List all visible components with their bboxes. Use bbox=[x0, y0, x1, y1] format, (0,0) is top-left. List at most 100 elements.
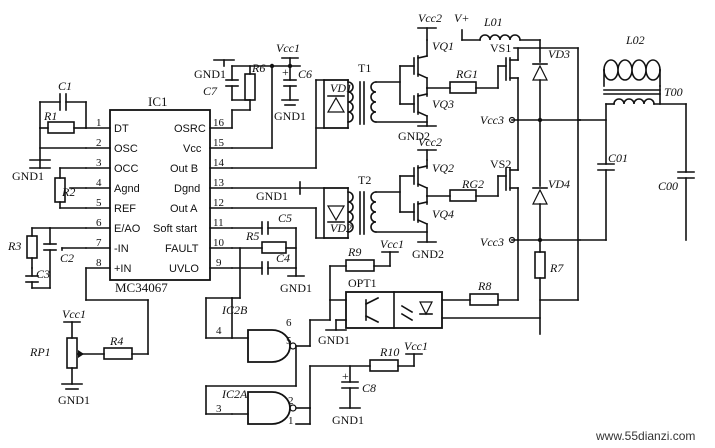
gnd-left-label: GND1 bbox=[12, 169, 44, 183]
pin-name-out-a: Out A bbox=[170, 203, 198, 215]
vs2-label: VS2 bbox=[490, 157, 511, 171]
c8-plus: + bbox=[342, 369, 349, 383]
vcc1-r10-label: Vcc1 bbox=[404, 339, 428, 353]
vcc3-top-label: Vcc3 bbox=[480, 113, 504, 127]
c6-capacitor bbox=[281, 65, 299, 106]
vq1-label: VQ1 bbox=[432, 39, 454, 53]
r6-resistor bbox=[231, 65, 256, 129]
pin-num-12: 12 bbox=[213, 197, 224, 209]
r4-label: R4 bbox=[109, 334, 123, 348]
gnd-rp-label: GND1 bbox=[58, 393, 90, 407]
c6-plus: + bbox=[282, 65, 289, 79]
rg1-label: RG1 bbox=[455, 67, 478, 81]
pin-num-8: 8 bbox=[96, 257, 102, 269]
pin-name-out-b: Out B bbox=[170, 163, 198, 175]
t1-transformer bbox=[347, 81, 377, 125]
t2-label: T2 bbox=[358, 173, 371, 187]
vs1-mosfet bbox=[497, 47, 519, 121]
c6-label: C6 bbox=[298, 67, 312, 81]
l02-label: L02 bbox=[625, 33, 645, 47]
c7-label: C7 bbox=[203, 84, 218, 98]
vs2-mosfet bbox=[497, 119, 519, 241]
pin-num-4: 4 bbox=[96, 177, 102, 189]
gnd-dgnd-label: GND1 bbox=[256, 189, 288, 203]
vq3-label: VQ3 bbox=[432, 97, 454, 111]
pin-num-6: 6 bbox=[96, 217, 102, 229]
r9-label: R9 bbox=[347, 245, 361, 259]
pin-name-soft-start: Soft start bbox=[153, 223, 197, 235]
gnd-rp-symbol bbox=[61, 383, 83, 390]
pin-name-uvlo: UVLO bbox=[169, 263, 199, 275]
vq1-transistor bbox=[413, 39, 429, 89]
c3-label: C3 bbox=[36, 267, 50, 281]
ic1-left-pins bbox=[85, 127, 111, 269]
r2-label: R2 bbox=[61, 185, 75, 199]
c01-capacitor bbox=[579, 103, 615, 241]
ic2a-gate bbox=[205, 345, 311, 425]
vcc1-top-label: Vcc1 bbox=[276, 41, 300, 55]
c4-capacitor bbox=[231, 261, 305, 277]
ic2b-pin-4: 4 bbox=[216, 325, 222, 337]
r10-label: R10 bbox=[379, 345, 399, 359]
ic2b-pin-5: 5 bbox=[286, 335, 292, 347]
vcc3-bot-label: Vcc3 bbox=[480, 235, 504, 249]
r6-label: R6 bbox=[251, 61, 265, 75]
pin-name-plus-in: +IN bbox=[114, 263, 131, 275]
c7-capacitor bbox=[225, 65, 251, 101]
gnd-opt-label: GND1 bbox=[318, 333, 350, 347]
c00-label: C00 bbox=[658, 179, 678, 193]
c1-label: C1 bbox=[58, 79, 72, 93]
r7-label: R7 bbox=[549, 261, 564, 275]
ic1-part: MC34067 bbox=[115, 280, 168, 295]
vcc3-top-node bbox=[508, 116, 581, 124]
feedback-network bbox=[25, 227, 87, 289]
watermark: www.55dianzi.com bbox=[595, 429, 695, 443]
l01-label: L01 bbox=[483, 15, 503, 29]
pin-num-1: 1 bbox=[96, 117, 102, 129]
t1-to-drivers bbox=[375, 65, 428, 123]
pin-name-osrc: OSRC bbox=[174, 123, 206, 135]
r5-label: R5 bbox=[245, 229, 259, 243]
vcc3-bot-node bbox=[508, 236, 581, 244]
r1-label: R1 bbox=[43, 109, 57, 123]
pin-num-3: 3 bbox=[96, 157, 102, 169]
gnd-left-symbol bbox=[29, 159, 51, 169]
gnd-c4-label: GND1 bbox=[280, 281, 312, 295]
c5-capacitor bbox=[231, 221, 297, 269]
rg2-resistor bbox=[426, 189, 499, 202]
pin-name-fault: FAULT bbox=[165, 243, 199, 255]
t1-label: T1 bbox=[358, 61, 371, 75]
vplus-symbol bbox=[461, 29, 481, 41]
vcc-rail bbox=[231, 63, 301, 149]
gnd2-bot-label: GND2 bbox=[412, 247, 444, 261]
r9-resistor bbox=[329, 251, 399, 301]
pin-name-dgnd: Dgnd bbox=[174, 183, 200, 195]
pin-num-14: 14 bbox=[213, 157, 225, 169]
ic2a-pin-2: 2 bbox=[288, 395, 294, 407]
vcc1-rp-label: Vcc1 bbox=[62, 307, 86, 321]
t00-label: T00 bbox=[664, 85, 683, 99]
pin-name-occ: OCC bbox=[114, 163, 139, 175]
pin-num-11: 11 bbox=[213, 217, 224, 229]
r4-resistor bbox=[79, 347, 133, 360]
pin-name-vcc: Vcc bbox=[183, 143, 202, 155]
vd3-diode bbox=[532, 47, 548, 121]
l02-inductor bbox=[603, 59, 661, 87]
c5-label: C5 bbox=[278, 211, 292, 225]
pin-num-10: 10 bbox=[213, 237, 225, 249]
c00-capacitor bbox=[659, 85, 695, 241]
pin-num-13: 13 bbox=[213, 177, 225, 189]
gnd2-top-label: GND2 bbox=[398, 129, 430, 143]
vq2-transistor bbox=[413, 159, 429, 197]
vq4-transistor bbox=[413, 195, 437, 243]
vs1-label: VS1 bbox=[490, 41, 511, 55]
pin-name-agnd: Agnd bbox=[114, 183, 140, 195]
vd2-diode bbox=[323, 187, 349, 239]
r1-resistor bbox=[39, 121, 87, 134]
vcc2-mid-label: Vcc2 bbox=[418, 135, 442, 149]
pin-num-9: 9 bbox=[216, 257, 222, 269]
ic2a-label: IC2A bbox=[221, 387, 248, 401]
ic2a-pin-3: 3 bbox=[216, 403, 222, 415]
vd2-label: VD2 bbox=[330, 221, 352, 235]
vcc1-r9-label: Vcc1 bbox=[380, 237, 404, 251]
